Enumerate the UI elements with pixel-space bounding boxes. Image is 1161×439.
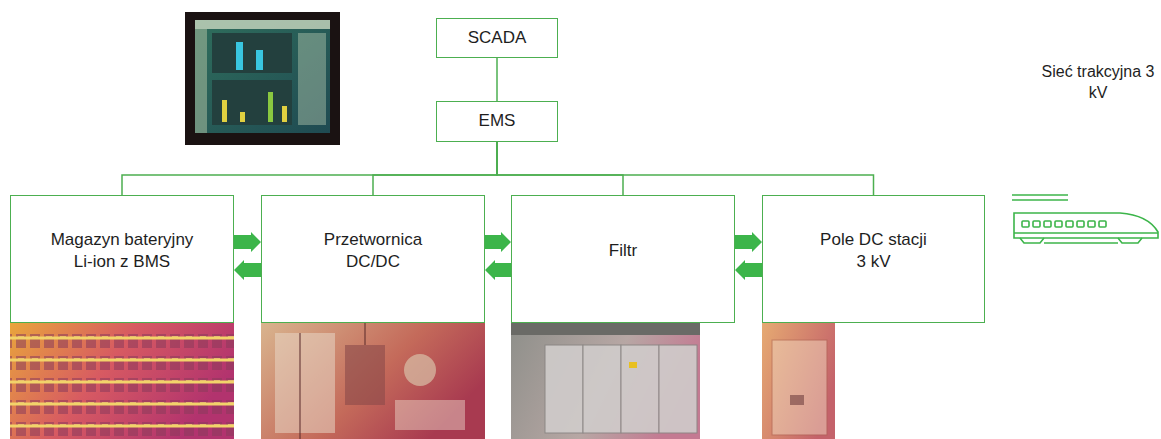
connector-line	[373, 142, 497, 195]
train-stripe	[1014, 232, 1158, 234]
screen-frame	[185, 12, 340, 145]
train-bogie	[1020, 238, 1044, 243]
converter-module	[345, 345, 385, 405]
box-label: Przetwornica DC/DC	[308, 229, 438, 273]
network-label: Sieć trakcyjna 3 kV	[1040, 62, 1156, 104]
warning-sign	[629, 362, 637, 368]
box-label: Magazyn bateryjny Li-ion z BMS	[40, 229, 205, 273]
box-label: Pole DC stacji 3 kV	[817, 229, 931, 273]
box-label: EMS	[479, 110, 516, 132]
scada-screen-photo	[185, 12, 340, 145]
chart-bar	[222, 100, 227, 122]
converter-panel	[275, 333, 335, 433]
connector-line	[496, 58, 498, 101]
train-bogie	[1118, 238, 1142, 243]
photo-ground	[10, 323, 234, 439]
chart-bar	[256, 50, 263, 70]
process-box: Przetwornica DC/DC	[261, 195, 485, 323]
box-label: Filtr	[609, 240, 637, 262]
connector-line	[497, 142, 874, 195]
filter-photo	[511, 323, 700, 439]
connector-line	[497, 142, 623, 195]
converter-wires	[300, 323, 365, 439]
converter-board	[395, 400, 465, 430]
switchgear-cabinet	[772, 340, 827, 435]
dc-field-photo	[762, 323, 835, 439]
box-label: SCADA	[468, 27, 527, 49]
rack-shelves	[10, 338, 234, 426]
photo-ground	[511, 323, 700, 439]
screen-table	[298, 33, 326, 125]
flow-arrow	[234, 232, 261, 252]
catenary-line	[1012, 199, 1068, 201]
ceiling	[511, 323, 700, 335]
battery-photo	[10, 323, 234, 439]
train-icon	[1012, 195, 1158, 243]
chart-panel	[212, 80, 292, 125]
photo-ground	[762, 323, 835, 439]
process-box: EMS	[436, 101, 558, 142]
filter-cabinets	[545, 345, 697, 433]
flow-arrow	[234, 260, 261, 280]
catenary-line	[1012, 194, 1068, 196]
process-box: Filtr	[511, 195, 735, 323]
chart-bar	[236, 42, 243, 70]
flow-arrow	[735, 232, 762, 252]
train-windows	[1022, 221, 1106, 227]
flow-arrow	[485, 260, 511, 280]
process-box: Pole DC stacji 3 kV	[762, 195, 985, 323]
train-rail	[1044, 242, 1118, 244]
converter-photo	[261, 323, 485, 439]
battery-modules	[10, 330, 234, 439]
screen-header	[195, 20, 330, 29]
chart-bar	[268, 92, 273, 122]
switchgear-handle	[790, 395, 804, 405]
photo-ground	[261, 323, 485, 439]
flow-arrow	[735, 260, 762, 280]
chart-bar	[282, 106, 287, 122]
screen-sidebar	[195, 29, 207, 133]
screen	[195, 20, 330, 133]
process-box: Magazyn bateryjny Li-ion z BMS	[10, 195, 234, 323]
converter-part	[404, 354, 436, 386]
process-box: SCADA	[436, 18, 558, 58]
flow-arrow	[485, 232, 511, 252]
train-body	[1014, 213, 1158, 238]
chart-bar	[240, 112, 245, 122]
connector-line	[122, 142, 497, 195]
chart-panel	[212, 33, 292, 73]
